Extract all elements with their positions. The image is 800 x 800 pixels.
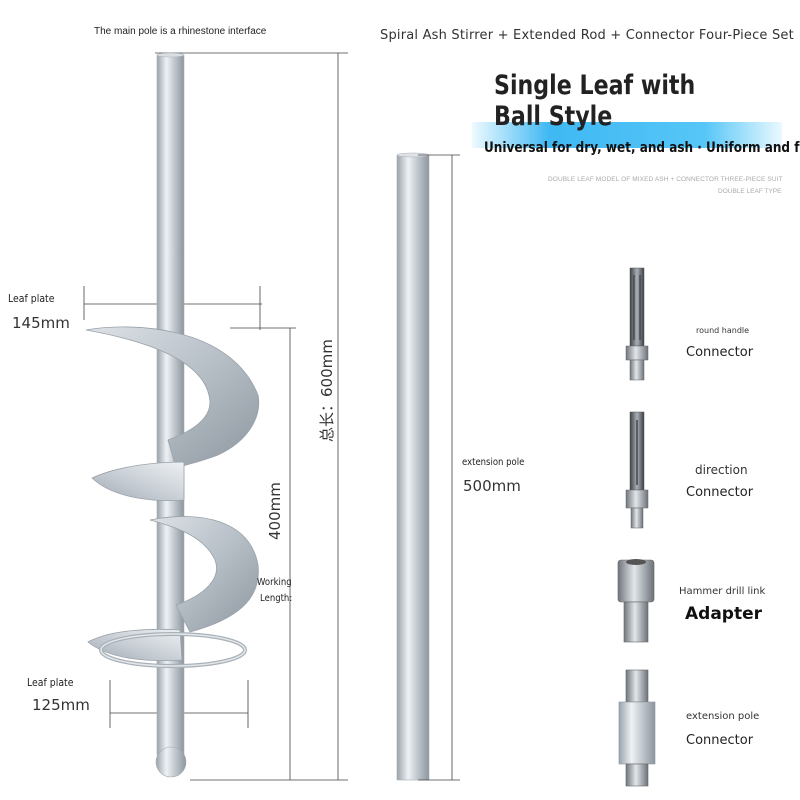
extension-pole-connector-graphic [618, 669, 656, 787]
part-1-name: Connector [686, 345, 754, 360]
total-length-label: 总长：600mm [318, 339, 336, 442]
main-pole-note: The main pole is a rhinestone interface [94, 26, 267, 37]
part-4-name: Connector [686, 733, 754, 748]
extension-pole-size: 500mm [463, 477, 521, 495]
adapter-graphic [617, 559, 655, 643]
part-3-name: Adapter [685, 604, 763, 624]
part-1-subtitle: round handle [696, 326, 750, 335]
extension-pole-graphic [396, 152, 460, 781]
part-2-subtitle: direction [695, 463, 748, 477]
tagline: Universal for dry, wet, and ash · Unifor… [484, 140, 800, 156]
faint-caption-2: DOUBLE LEAF TYPE [718, 188, 782, 195]
leaf-plate-top-size: 145mm [12, 314, 70, 332]
spiral-leaf [85, 326, 260, 662]
part-3-subtitle: Hammer drill link [679, 586, 766, 597]
working-length-label-1: Working [257, 577, 292, 588]
bottom-ring [99, 632, 247, 668]
part-4-subtitle: extension pole [686, 711, 760, 722]
highlight-banner [472, 122, 782, 148]
working-length-value: 400mm [266, 482, 284, 540]
part-2-name: Connector [686, 485, 754, 500]
main-rod [155, 52, 187, 778]
direction-connector-graphic [625, 411, 649, 529]
leaf-plate-top-label: Leaf plate [8, 292, 55, 305]
extension-pole-label: extension pole [462, 457, 525, 468]
headline: Single Leaf with Ball Style [494, 70, 696, 132]
working-length-label-2: Length: [260, 593, 293, 604]
leaf-plate-bottom-label: Leaf plate [27, 676, 74, 689]
leaf-plate-bottom-size: 125mm [32, 696, 90, 714]
round-handle-connector-graphic [625, 267, 649, 381]
set-title: Spiral Ash Stirrer + Extended Rod + Conn… [380, 28, 794, 43]
faint-caption-1: DOUBLE LEAF MODEL OF MIXED ASH + CONNECT… [548, 176, 783, 183]
